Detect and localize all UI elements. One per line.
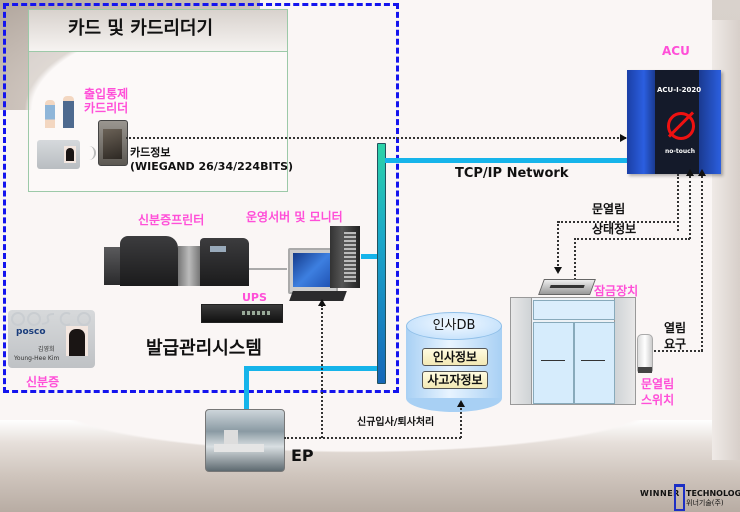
card-printer-icon — [104, 232, 249, 290]
id-card-name: 김영희 — [38, 346, 55, 353]
access-card-icon — [37, 140, 80, 169]
id-card-watermark — [11, 312, 91, 326]
ep-network-link-h — [244, 366, 377, 371]
card-reader-section-header — [29, 10, 287, 52]
company-logo-mark — [674, 484, 685, 511]
acu-sticker: no-touch — [665, 148, 695, 155]
acu-model: ACU-I-2020 — [657, 86, 702, 94]
id-card-name-en: Young-Hee Kim — [14, 355, 60, 362]
exit-switch-line2: 스위치 — [641, 393, 675, 407]
ep-to-server-link — [321, 305, 323, 438]
arrow-right-icon — [620, 134, 627, 142]
monitor-icon — [288, 248, 338, 294]
acu-panel: ACU-I-2020 no-touch — [627, 70, 721, 174]
id-card-brand: posco — [16, 327, 46, 337]
card-info-label: 카드정보 (WIEGAND 26/34/224BITS) — [130, 146, 293, 174]
status-signal-rise — [574, 238, 576, 280]
door-icon — [510, 297, 636, 405]
card-info-line1: 카드정보 — [130, 146, 171, 159]
company-logo-korean: 위너기술(주) — [686, 499, 724, 507]
status-info-label: 상태정보 — [592, 222, 637, 236]
printer-server-cable — [249, 268, 287, 270]
request-signal-h — [651, 350, 703, 352]
server-tower-icon — [330, 226, 360, 288]
id-card-label: 신분증 — [26, 375, 60, 389]
employee-id-card: posco 김영희 Young-Hee Kim — [8, 310, 95, 368]
background-swoosh-curve — [0, 400, 712, 460]
rf-wave-icon — [82, 146, 96, 160]
company-logo-left: WINNER — [640, 489, 680, 498]
lock-device-icon — [538, 279, 596, 295]
hr-db-label: 인사DB — [432, 318, 476, 333]
status-signal-v — [689, 176, 691, 239]
acu-open-signal-drop — [557, 221, 559, 266]
issuing-system-title: 발급관리시스템 — [146, 338, 262, 359]
tcpip-network-line — [385, 158, 629, 163]
reader-label: 출입통제 카드리더 — [84, 87, 128, 115]
reader-label-line1: 출입통제 — [84, 87, 129, 101]
ep-network-link-v — [244, 366, 249, 410]
request-signal-v — [701, 176, 703, 351]
open-request-line2: 요구 — [664, 337, 687, 351]
reader-label-line2: 카드리더 — [84, 101, 129, 115]
server-label: 운영서버 및 모니터 — [246, 210, 343, 224]
reader-to-acu-link — [126, 137, 626, 139]
ep-photo — [205, 409, 285, 472]
card-reader-section-title: 카드 및 카드리더기 — [68, 18, 214, 39]
lock-label: 잠금장치 — [594, 284, 639, 298]
ep-label: EP — [291, 446, 314, 465]
arrow-up-icon — [686, 169, 694, 176]
card-info-line2: (WIEGAND 26/34/224BITS) — [130, 160, 294, 173]
issuing-system-boundary — [3, 3, 399, 393]
exit-switch-label: 문열림 스위치 — [641, 376, 674, 408]
printer-label: 신분증프린터 — [138, 213, 205, 227]
no-touch-icon — [667, 112, 695, 140]
acu-open-signal-h — [558, 221, 679, 223]
hr-update-label: 신규입사/퇴사처리 — [357, 417, 435, 428]
hr-db-item: 사고자정보 — [422, 371, 488, 389]
exit-switch-line1: 문열림 — [641, 377, 675, 391]
exit-switch-icon — [637, 334, 653, 373]
open-request-line1: 열림 — [664, 321, 687, 335]
id-photo — [66, 326, 88, 356]
door-open-label: 문열림 — [592, 202, 626, 216]
ups-icon — [201, 304, 283, 323]
people-icon — [45, 96, 79, 132]
acu-open-signal-v — [677, 174, 679, 231]
ep-to-db-link — [284, 437, 461, 439]
acu-label: ACU — [662, 44, 690, 58]
arrow-up-icon — [457, 400, 465, 407]
server-network-link — [361, 254, 377, 259]
ep-to-db-rise — [460, 405, 462, 438]
ups-label: UPS — [242, 291, 267, 304]
hr-db-item: 인사정보 — [422, 348, 488, 366]
card-reader-icon — [98, 120, 128, 166]
arrow-down-icon — [554, 267, 562, 274]
open-request-label: 열림 요구 — [664, 320, 686, 352]
status-signal-h — [574, 238, 690, 240]
arrow-up-icon — [698, 169, 706, 176]
network-bus — [377, 143, 386, 384]
network-label: TCP/IP Network — [455, 166, 569, 181]
company-logo-right: TECHNOLOGY — [686, 489, 740, 498]
arrow-up-icon — [318, 299, 326, 306]
hr-database-icon: 인사DB 인사정보 사고자정보 — [406, 312, 502, 412]
